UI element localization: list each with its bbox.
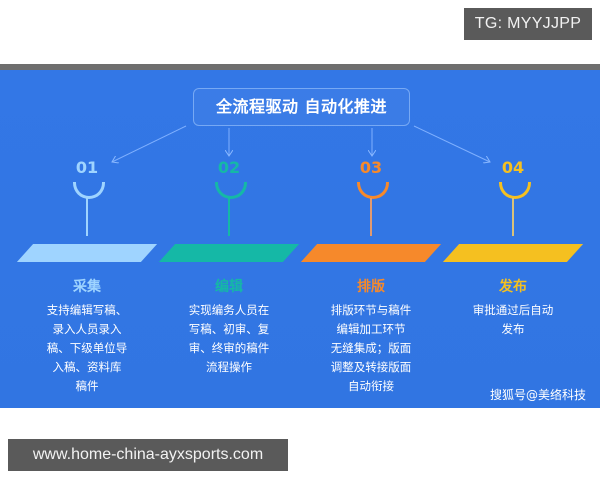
- workflow-diagram: 全流程驱动 自动化推进 01 采集 支持编辑写稿、 录入人员录入 稿、下级单位导…: [0, 70, 600, 408]
- step-publish: 04 发布 审批通过后自动 发布: [442, 70, 584, 408]
- desc-line: 审批通过后自动: [472, 303, 554, 317]
- step-bar: [300, 244, 442, 262]
- step-description: 审批通过后自动 发布: [443, 301, 583, 339]
- cup-marker-icon: [215, 182, 247, 199]
- step-description: 排版环节与稿件 编辑加工环节 无缝集成；版面 调整及转接版面 自动衔接: [301, 301, 441, 396]
- desc-line: 无缝集成；版面: [330, 341, 412, 355]
- step-number: 04: [501, 158, 525, 177]
- step-title: 发布: [499, 279, 527, 295]
- step-layout: 03 排版 排版环节与稿件 编辑加工环节 无缝集成；版面 调整及转接版面 自动衔…: [300, 70, 442, 408]
- connector-arrows: [0, 125, 600, 408]
- cup-marker-icon: [357, 182, 389, 199]
- step-title: 排版: [357, 279, 385, 295]
- step-title: 编辑: [215, 279, 243, 295]
- step-edit: 02 编辑 实现编务人员在 写稿、初审、复 审、终审的稿件 流程操作: [158, 70, 300, 408]
- desc-line: 排版环节与稿件: [330, 303, 412, 317]
- desc-line: 录入人员录入: [52, 322, 122, 336]
- step-collect: 01 采集 支持编辑写稿、 录入人员录入 稿、下级单位导 入稿、资料库 稿件: [16, 70, 158, 408]
- desc-line: 调整及转接版面: [330, 360, 412, 374]
- panel-top-strip: [0, 64, 600, 70]
- step-number: 02: [217, 158, 241, 177]
- desc-line: 流程操作: [206, 360, 252, 374]
- source-watermark: 搜狐号@美络科技: [489, 388, 586, 402]
- step-bar: [16, 244, 158, 262]
- cup-marker-icon: [499, 182, 531, 199]
- stem-line: [370, 198, 372, 236]
- tg-contact-badge: TG: MYYJJPP: [464, 8, 592, 40]
- step-number: 03: [359, 158, 383, 177]
- desc-line: 支持编辑写稿、: [46, 303, 128, 317]
- stem-line: [228, 198, 230, 236]
- step-number: 01: [75, 158, 99, 177]
- step-description: 实现编务人员在 写稿、初审、复 审、终审的稿件 流程操作: [159, 301, 299, 377]
- desc-line: 入稿、资料库: [52, 360, 122, 374]
- stem-line: [512, 198, 514, 236]
- step-bar: [158, 244, 300, 262]
- desc-line: 审、终审的稿件: [188, 341, 270, 355]
- desc-line: 实现编务人员在: [188, 303, 270, 317]
- desc-line: 稿、下级单位导: [46, 341, 128, 355]
- desc-line: 自动衔接: [348, 379, 394, 393]
- stem-line: [86, 198, 88, 236]
- desc-line: 写稿、初审、复: [188, 322, 270, 336]
- step-description: 支持编辑写稿、 录入人员录入 稿、下级单位导 入稿、资料库 稿件: [17, 301, 157, 396]
- desc-line: 稿件: [75, 379, 99, 393]
- step-title: 采集: [73, 279, 101, 295]
- diagram-title: 全流程驱动 自动化推进: [193, 88, 410, 126]
- desc-line: 发布: [501, 322, 525, 336]
- url-badge: www.home-china-ayxsports.com: [8, 439, 288, 471]
- step-bar: [442, 244, 584, 262]
- desc-line: 编辑加工环节: [336, 322, 406, 336]
- cup-marker-icon: [73, 182, 105, 199]
